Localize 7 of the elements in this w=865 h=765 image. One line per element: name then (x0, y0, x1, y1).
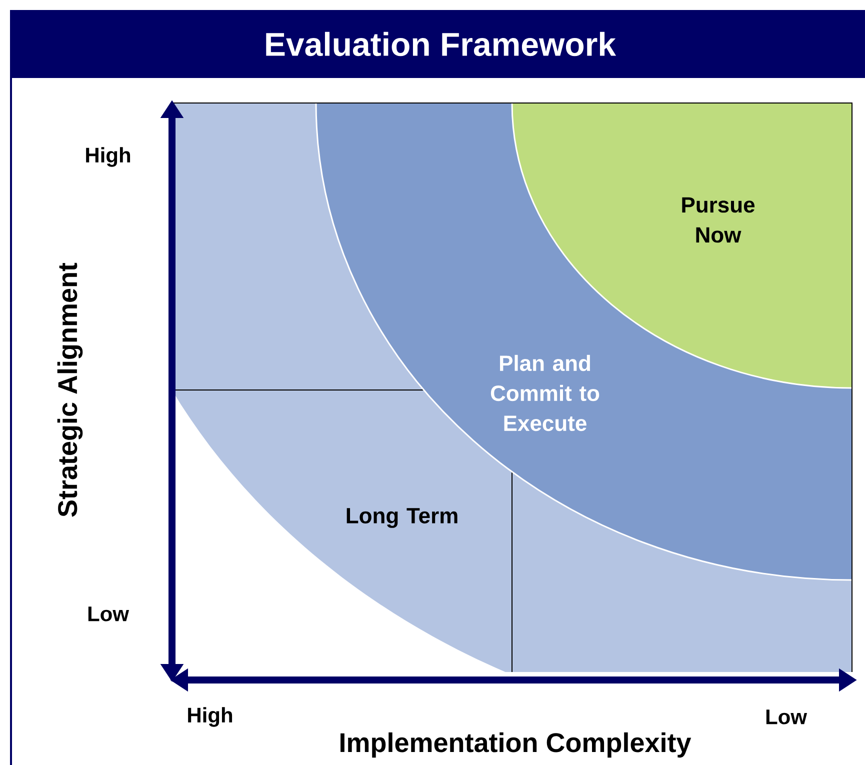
axis-title: Implementation Complexity (340, 732, 692, 758)
title-bar: Evaluation Framework (10, 10, 865, 78)
axis-title: Strategic Alignment (57, 262, 83, 517)
axis-tick-label: High (188, 707, 232, 727)
axis-tick-label: High (86, 147, 130, 167)
axis-tick-label: Low (766, 710, 808, 724)
axis-tick-label: Low (88, 606, 130, 622)
